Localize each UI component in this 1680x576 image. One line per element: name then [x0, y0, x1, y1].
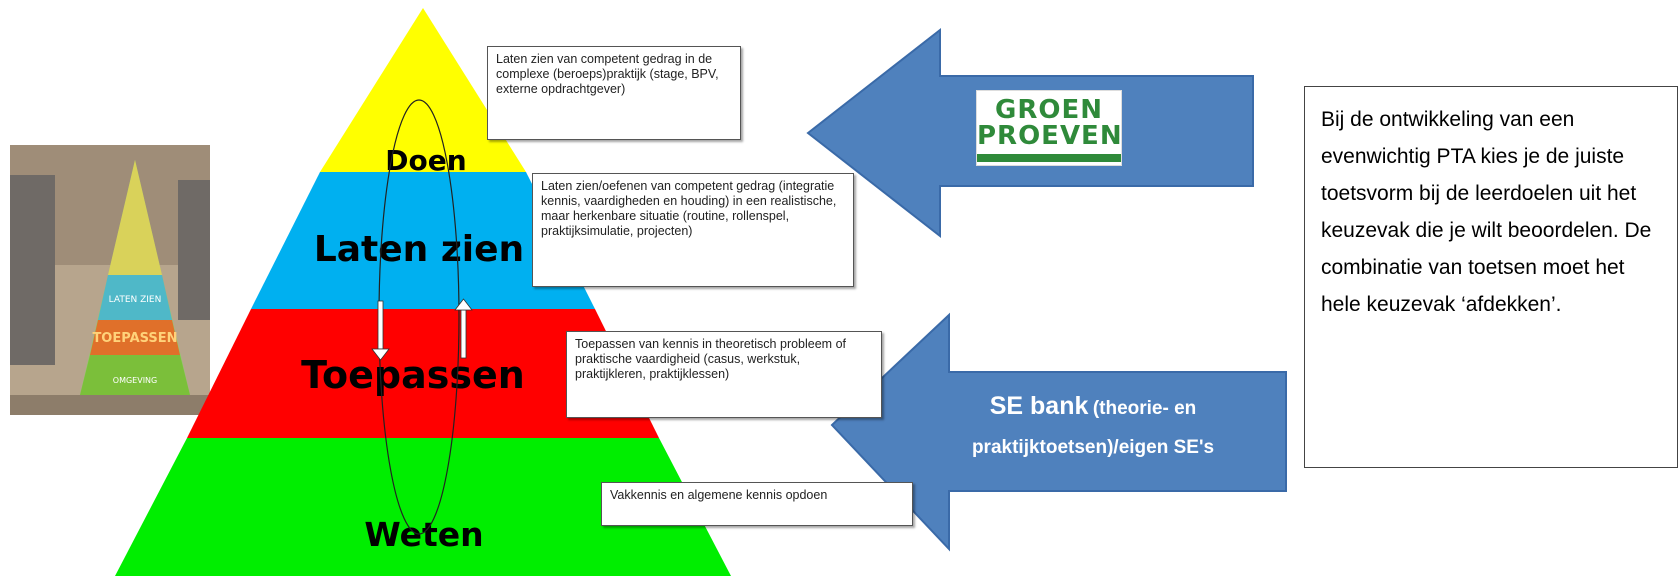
- pyramid-label-laten-zien: Laten zien: [314, 229, 524, 270]
- cycle-up-arrow: [454, 298, 473, 359]
- logo-line-groen: GROEN: [995, 95, 1103, 125]
- thumbnail-label-laten-zien: LATEN ZIEN: [109, 295, 162, 305]
- pyramid-label-toepassen: Toepassen: [301, 353, 525, 397]
- se-bank-title: SE bank: [989, 392, 1089, 420]
- description-laten-zien: Laten zien/oefenen van competent gedrag …: [532, 173, 854, 287]
- pyramid-level-weten: [115, 438, 731, 576]
- pyramid-level-toepassen: [187, 309, 659, 438]
- pyramid-level-laten-zien: [251, 172, 595, 309]
- pyramid-level-doen: [320, 8, 526, 172]
- logo-tagline-bar: [977, 154, 1121, 162]
- se-bank-subtitle-b: praktijktoetsen)/eigen SE's: [971, 437, 1215, 458]
- logo-line-proeven: PROEVEN: [977, 121, 1123, 151]
- description-weten: Vakkennis en algemene kennis opdoen: [601, 482, 913, 526]
- pta-note: Bij de ontwikkeling van een evenwichtig …: [1304, 86, 1678, 468]
- pyramid-label-doen: Doen: [385, 144, 466, 177]
- groen-proeven-logo: GROEN PROEVEN: [976, 90, 1122, 166]
- description-toepassen: Toepassen van kennis in theoretisch prob…: [566, 331, 882, 418]
- thumbnail-label-toepassen: TOEPASSEN: [92, 331, 177, 346]
- cycle-down-arrow: [371, 300, 390, 361]
- se-bank-label: SE bank (theorie- en praktijktoetsen)/ei…: [918, 392, 1268, 459]
- pyramid-photo-thumbnail: LATEN ZIEN TOEPASSEN OMGEVING: [10, 145, 210, 415]
- se-bank-arrow: [830, 312, 1287, 552]
- description-doen: Laten zien van competent gedrag in de co…: [487, 46, 741, 140]
- se-bank-subtitle-a: (theorie- en: [1092, 398, 1197, 419]
- thumbnail-label-omgeving: OMGEVING: [113, 376, 157, 385]
- pyramid-label-weten: Weten: [364, 515, 483, 554]
- competence-pyramid: Doen Laten zien Toepassen Weten: [115, 8, 731, 576]
